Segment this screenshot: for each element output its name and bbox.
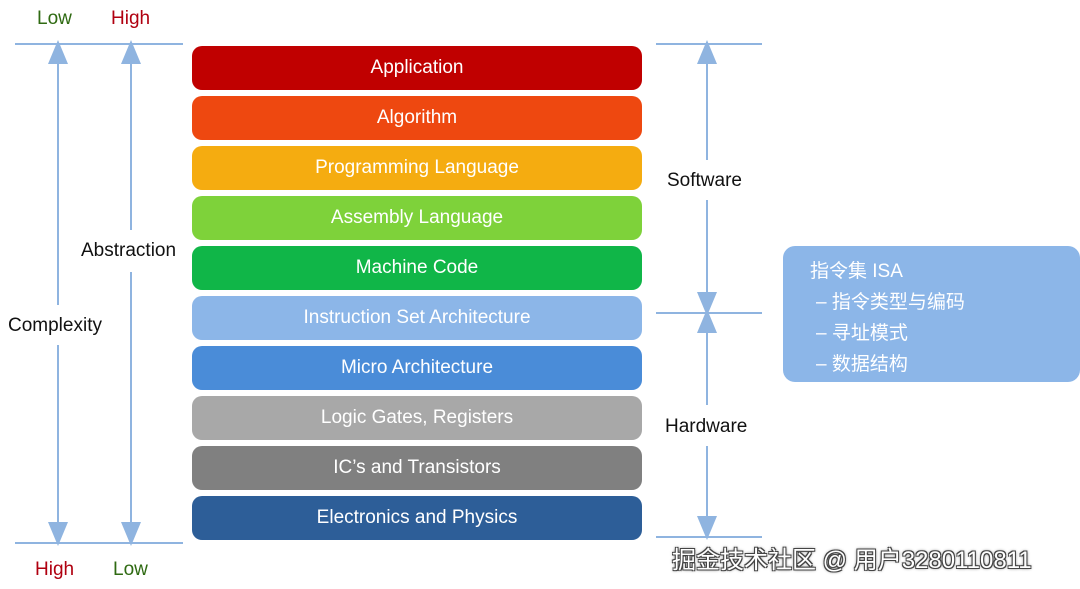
complexity-bottom-label: High <box>35 559 75 580</box>
isa-item: – 数据结构 <box>816 354 908 375</box>
layer-ics-and-transistors: IC’s and Transistors <box>192 446 642 490</box>
layer-assembly-language: Assembly Language <box>192 196 642 240</box>
layer-label: Micro Architecture <box>340 357 494 378</box>
complexity-label: Complexity <box>8 315 102 337</box>
layer-machine-code: Machine Code <box>192 246 642 290</box>
software-label: Software <box>667 170 742 192</box>
layer-label: Algorithm <box>376 107 458 128</box>
layer-label: Electronics and Physics <box>316 507 518 528</box>
hardware-label: Hardware <box>665 416 748 438</box>
layer-label: IC’s and Transistors <box>333 457 501 478</box>
left-top-line <box>15 43 183 45</box>
layer-instruction-set-architecture: Instruction Set Architecture <box>192 296 642 340</box>
isa-info-box: 指令集 ISA – 指令类型与编码 – 寻址模式 – 数据结构 <box>783 246 1080 382</box>
layer-label: Application <box>370 57 464 78</box>
layer-programming-language: Programming Language <box>192 146 642 190</box>
left-bottom-line <box>15 542 183 544</box>
abstraction-label: Abstraction <box>81 240 177 262</box>
layer-label: Logic Gates, Registers <box>320 407 514 428</box>
layer-micro-architecture: Micro Architecture <box>192 346 642 390</box>
layer-algorithm: Algorithm <box>192 96 642 140</box>
isa-title: 指令集 ISA <box>810 261 903 282</box>
isa-item: – 寻址模式 <box>816 323 908 344</box>
layer-label: Programming Language <box>315 157 519 178</box>
layer-label: Machine Code <box>355 257 479 278</box>
abstraction-bottom-label: Low <box>113 559 148 580</box>
watermark: 掘金技术社区 @ 用户3280110811 <box>672 547 1032 574</box>
abstraction-top-label: High <box>111 8 151 29</box>
layer-application: Application <box>192 46 642 90</box>
isa-item: – 指令类型与编码 <box>816 292 965 313</box>
layer-logic-gates-registers: Logic Gates, Registers <box>192 396 642 440</box>
complexity-top-label: Low <box>37 8 72 29</box>
layer-label: Instruction Set Architecture <box>303 307 531 328</box>
layer-label: Assembly Language <box>330 207 504 228</box>
layer-electronics-and-physics: Electronics and Physics <box>192 496 642 540</box>
